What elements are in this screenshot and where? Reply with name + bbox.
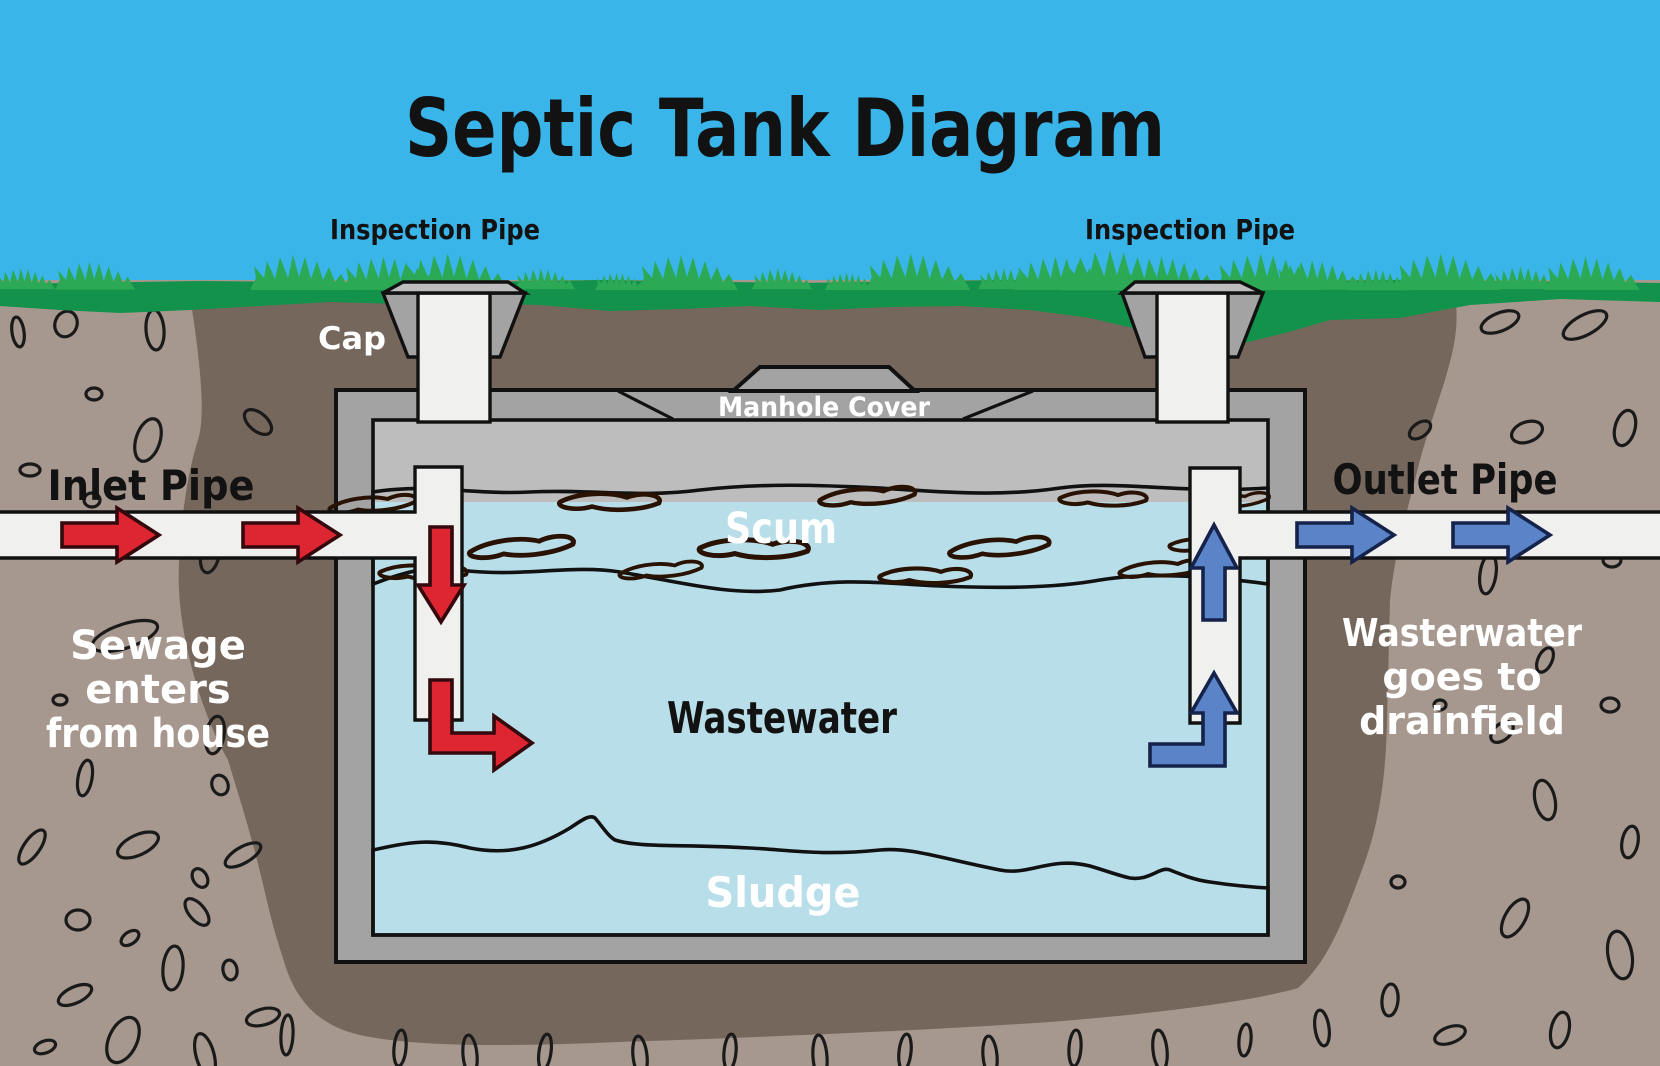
label-scum: Scum <box>725 504 837 554</box>
manhole-cover <box>617 365 1034 421</box>
note-inlet-line2: enters <box>85 667 230 713</box>
inspection-pipe-right <box>1117 280 1266 424</box>
sky <box>0 0 1660 300</box>
label-sludge: Sludge <box>706 868 861 917</box>
inspection-pipe-left <box>380 280 531 424</box>
note-inlet-line3: from house <box>46 711 270 757</box>
note-outlet-line2: goes to <box>1382 655 1541 699</box>
outlet-flow-arrows <box>1148 506 1552 768</box>
label-outlet-pipe: Outlet Pipe <box>1333 455 1558 504</box>
tank-inner-outline <box>371 418 1270 937</box>
label-inlet-pipe: Inlet Pipe <box>48 461 255 510</box>
tank-headspace <box>373 420 1268 502</box>
page-title: Septic Tank Diagram <box>405 82 1165 175</box>
sludge-layer <box>371 814 1270 937</box>
note-inlet-line1: Sewage <box>70 623 246 669</box>
note-outlet-line3: drainfield <box>1359 699 1565 743</box>
note-outlet-line1: Wasterwater <box>1342 611 1582 655</box>
label-wastewater: Wastewater <box>667 693 897 744</box>
label-manhole-cover: Manhole Cover <box>718 392 931 423</box>
label-inspection-pipe-left: Inspection Pipe <box>330 213 540 246</box>
label-cap: Cap <box>318 321 386 357</box>
note-outlet: Wasterwater goes to drainfield <box>1342 611 1582 743</box>
note-inlet: Sewage enters from house <box>46 623 270 757</box>
label-inspection-pipe-right: Inspection Pipe <box>1085 213 1295 246</box>
inlet-flow-arrows <box>60 506 536 774</box>
